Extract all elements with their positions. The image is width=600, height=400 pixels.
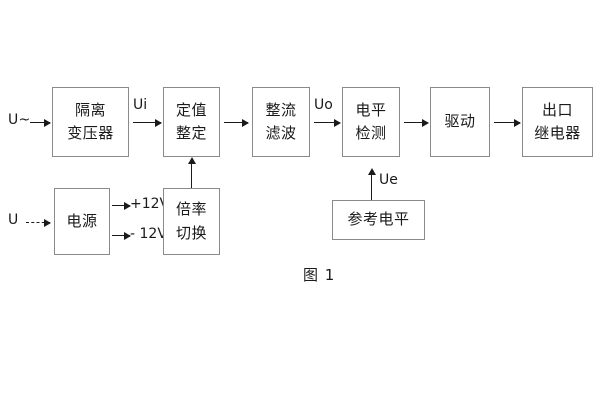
arrow-rectifier-filter-to-level-detection <box>314 118 341 127</box>
block-reference-level: 参考电平 <box>332 200 425 240</box>
arrow-ac-input-to-isolation-transformer <box>30 118 51 127</box>
block-output-relay: 出口 继电器 <box>522 87 593 157</box>
block-power-supply-line-1: 电源 <box>66 211 98 230</box>
block-reference-level-line-1: 参考电平 <box>347 210 410 229</box>
arrow-power-supply-neg12v <box>112 231 131 240</box>
arrow-setting-value-to-rectifier-filter <box>224 118 249 127</box>
arrow-level-detection-to-drive <box>404 118 429 127</box>
block-level-detection-line-2: 检测 <box>355 124 387 142</box>
block-multiplier-switch: 倍率 切换 <box>163 188 220 255</box>
signal-label-ui: Ui <box>133 97 148 113</box>
arrow-drive-to-output-relay <box>494 118 521 127</box>
block-level-detection: 电平 检测 <box>342 87 400 157</box>
block-drive: 驱动 <box>430 87 490 157</box>
signal-label-ue: Ue <box>379 172 398 188</box>
block-rectifier-filter: 整流 滤波 <box>252 87 310 157</box>
block-level-detection-line-1: 电平 <box>355 100 387 119</box>
figure-caption: 图 1 <box>303 266 336 284</box>
arrow-power-supply-pos12v <box>112 201 131 210</box>
arrow-multiplier-switch-to-setting-value <box>187 157 196 188</box>
signal-label-pos12v: +12V <box>130 196 170 212</box>
arrow-reference-level-to-level-detection <box>367 168 376 200</box>
block-rectifier-filter-line-1: 整流 <box>265 100 297 119</box>
block-output-relay-line-2: 继电器 <box>534 124 581 142</box>
block-power-supply: 电源 <box>54 188 110 255</box>
block-rectifier-filter-line-2: 滤波 <box>265 124 297 142</box>
block-isolation-transformer-line-2: 变压器 <box>67 124 114 142</box>
block-output-relay-line-1: 出口 <box>541 100 573 119</box>
block-multiplier-switch-line-1: 倍率 <box>175 200 207 219</box>
block-isolation-transformer-line-1: 隔离 <box>74 100 106 119</box>
block-drive-line-1: 驱动 <box>444 112 476 131</box>
signal-label-neg12v: - 12V <box>130 226 167 242</box>
ac-input-label: U~ <box>8 112 31 128</box>
block-multiplier-switch-line-2: 切换 <box>175 223 207 242</box>
signal-label-uo: Uo <box>314 97 333 113</box>
block-setting-value-line-2: 整定 <box>175 124 207 142</box>
arrow-isolation-transformer-to-setting-value <box>133 118 162 127</box>
arrow-dc-input-to-power-supply <box>26 218 51 227</box>
block-isolation-transformer: 隔离 变压器 <box>52 87 129 157</box>
block-setting-value: 定值 整定 <box>163 87 220 157</box>
dc-input-label: U <box>8 212 19 228</box>
block-setting-value-line-1: 定值 <box>175 100 207 119</box>
